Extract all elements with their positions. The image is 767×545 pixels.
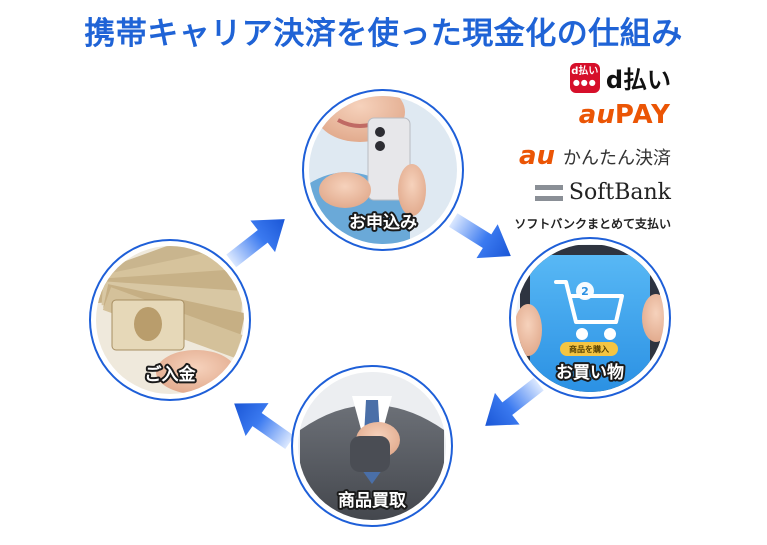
man-in-suit-photo (298, 372, 446, 520)
au-kantan-logo: au かんたん決済 (519, 141, 671, 171)
step-deposit: ご入金 (89, 239, 251, 401)
arrow-buyback-to-deposit (234, 403, 295, 450)
step-shopping: 2 商品を購入 お買い物 (509, 237, 671, 399)
arrow-deposit-to-apply (226, 219, 285, 268)
step-buyback: 商品買取 (291, 365, 453, 527)
cart-count-badge: 2 (581, 285, 589, 298)
d-barai-badge-icon: d払い ●●● (569, 62, 600, 93)
step-deposit-label: ご入金 (145, 364, 197, 385)
softbank-logo: SoftBank (534, 180, 671, 205)
step-shopping-label: お買い物 (556, 362, 624, 383)
cart-icon (554, 280, 624, 340)
softbank-matomete-text: ソフトバンクまとめて支払い (514, 217, 671, 231)
softbank-bars-icon (534, 184, 563, 201)
au-kantan-text: かんたん決済 (563, 148, 671, 169)
page-title: 携帯キャリア決済を使った現金化の仕組み (84, 16, 683, 52)
arrow-apply-to-shop (448, 213, 511, 259)
cart-screen-photo: 2 商品を購入 (516, 244, 664, 392)
step-buyback-label: 商品買取 (338, 490, 406, 511)
arrow-shop-to-buyback (485, 377, 544, 426)
softbank-text: SoftBank (568, 180, 671, 205)
screen-buy-button-label: 商品を購入 (569, 344, 609, 354)
au-pay-au: au (578, 100, 615, 130)
phone-in-hand-photo (309, 96, 457, 244)
au-kantan-au: au (518, 141, 555, 171)
au-pay-pay: PAY (614, 100, 671, 130)
step-apply: お申込み (302, 89, 464, 251)
d-barai-text: d払い (605, 66, 671, 94)
d-barai-badge-text: d払い (571, 65, 599, 77)
step-apply-label: お申込み (349, 212, 417, 233)
au-pay-logo: auPAY (579, 100, 671, 130)
banknotes-photo (96, 246, 244, 394)
d-barai-logo: d払い ●●● d払い (569, 60, 671, 95)
